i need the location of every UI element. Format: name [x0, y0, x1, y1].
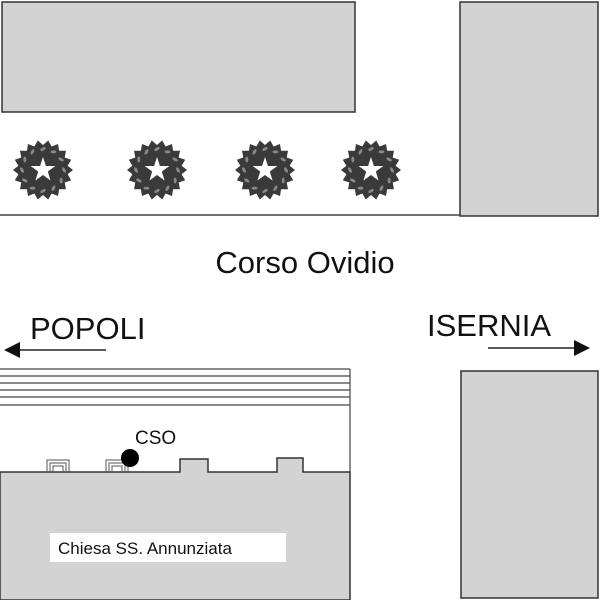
direction-right-label: ISERNIA: [427, 308, 551, 343]
street-label: Corso Ovidio: [215, 245, 394, 280]
steps-lines: [0, 368, 351, 472]
church-building: [0, 457, 351, 600]
building-top-left: [1, 1, 356, 113]
arrow-left-icon: [4, 342, 106, 358]
tree-icon: [235, 140, 295, 200]
cso-marker-icon: [121, 449, 139, 467]
cso-label: CSO: [135, 428, 176, 449]
direction-left-label: POPOLI: [30, 311, 145, 346]
church-label: Chiesa SS. Annunziata: [58, 539, 232, 558]
tree-icon: [13, 140, 73, 200]
building-bottom-right: [460, 370, 599, 599]
tree-icon: [341, 140, 401, 200]
church-label-box: [50, 533, 286, 562]
tree-icon: [127, 140, 187, 200]
building-top-right: [459, 1, 599, 217]
pillar-icons: [46, 459, 129, 472]
arrow-right-icon: [488, 340, 590, 356]
